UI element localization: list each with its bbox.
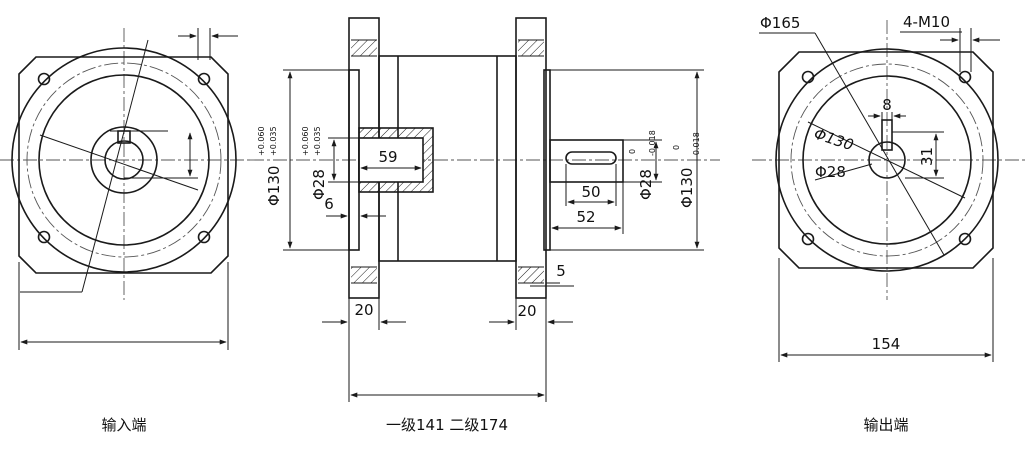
output-spigot-circle	[802, 75, 972, 245]
output-pcd-circle	[790, 63, 984, 257]
input-hole-cavity	[359, 138, 423, 182]
hole-tolerance-lower: +0.035	[313, 126, 322, 156]
side-section-view: Φ130 +0.060 +0.035 Φ28 +0.060 +0.035 59 …	[250, 17, 720, 434]
input-end-view: 输入端	[0, 28, 250, 434]
right-flange-thickness-label: 20	[517, 302, 536, 320]
mounting-hole	[37, 230, 51, 244]
mounting-hole	[37, 72, 51, 86]
shaft-label: Φ28	[815, 163, 846, 181]
hole-tolerance-upper: +0.060	[301, 126, 310, 156]
pcd-leader	[814, 32, 945, 256]
key-width-label: 8	[882, 96, 892, 114]
key-length-label: 50	[581, 183, 600, 201]
keyway-offset-label: 6	[324, 195, 334, 213]
output-outer-circle	[775, 48, 999, 272]
flange-hatch	[518, 267, 544, 283]
holes-label: 4-M10	[903, 13, 950, 31]
output-key	[881, 119, 893, 151]
shaft-leader	[814, 163, 873, 181]
spigot-label: Φ130	[812, 125, 856, 155]
side-view-caption: 一级141 二级174	[386, 416, 508, 434]
diameter-leader	[39, 134, 199, 191]
mounting-hole	[958, 232, 972, 246]
mounting-hole	[801, 70, 815, 84]
hole-depth-label: 59	[378, 148, 397, 166]
input-outer-circle	[11, 47, 237, 273]
spigot-leader	[807, 121, 966, 199]
flange-hatch	[351, 267, 377, 283]
mounting-hole	[958, 70, 972, 84]
output-keyway	[565, 151, 617, 165]
spigot-tolerance-upper: 0	[672, 145, 681, 150]
input-hub-circle	[90, 126, 158, 194]
output-end-caption: 输出端	[863, 416, 908, 434]
bore-tolerance-lower: +0.035	[269, 126, 278, 156]
output-shaft-circle	[868, 141, 906, 179]
mounting-hole	[197, 72, 211, 86]
flange-hatch	[518, 40, 544, 56]
spigot-height-label: 5	[556, 262, 566, 280]
output-end-view: Φ165 4-M10 Φ130 8 31 Φ28 154 输出端	[752, 13, 1027, 434]
bore-diameter-label: Φ130	[265, 166, 283, 206]
output-square-flange	[778, 51, 994, 269]
input-square-flange	[18, 56, 229, 274]
hole-diameter-label: Φ28	[310, 169, 328, 200]
input-bore-circle	[38, 74, 210, 246]
right-flange	[515, 17, 547, 299]
input-hole-bore	[358, 137, 424, 183]
spigot-diameter-label: Φ130	[678, 168, 696, 208]
bore-tolerance-upper: +0.060	[257, 126, 266, 156]
shaft-tolerance-lower: -0.018	[648, 130, 657, 156]
mounting-hole	[197, 230, 211, 244]
spigot-tolerance-lower: -0.018	[692, 132, 701, 158]
shaft-tolerance-upper: 0	[628, 149, 637, 154]
output-shaft	[549, 139, 624, 183]
input-pcd-circle	[26, 62, 222, 258]
key-height-label: 31	[918, 147, 936, 166]
input-bore-hole	[104, 140, 144, 180]
square-label: 154	[872, 335, 901, 353]
shaft-length-label: 52	[576, 208, 595, 226]
left-flange-thickness-label: 20	[354, 301, 373, 319]
pcd-label: Φ165	[760, 14, 800, 32]
flange-hatch	[351, 40, 377, 56]
input-end-caption: 输入端	[101, 416, 146, 434]
shaft-diameter-label: Φ28	[637, 169, 655, 200]
mounting-hole	[801, 232, 815, 246]
diameter-leader	[81, 39, 149, 293]
